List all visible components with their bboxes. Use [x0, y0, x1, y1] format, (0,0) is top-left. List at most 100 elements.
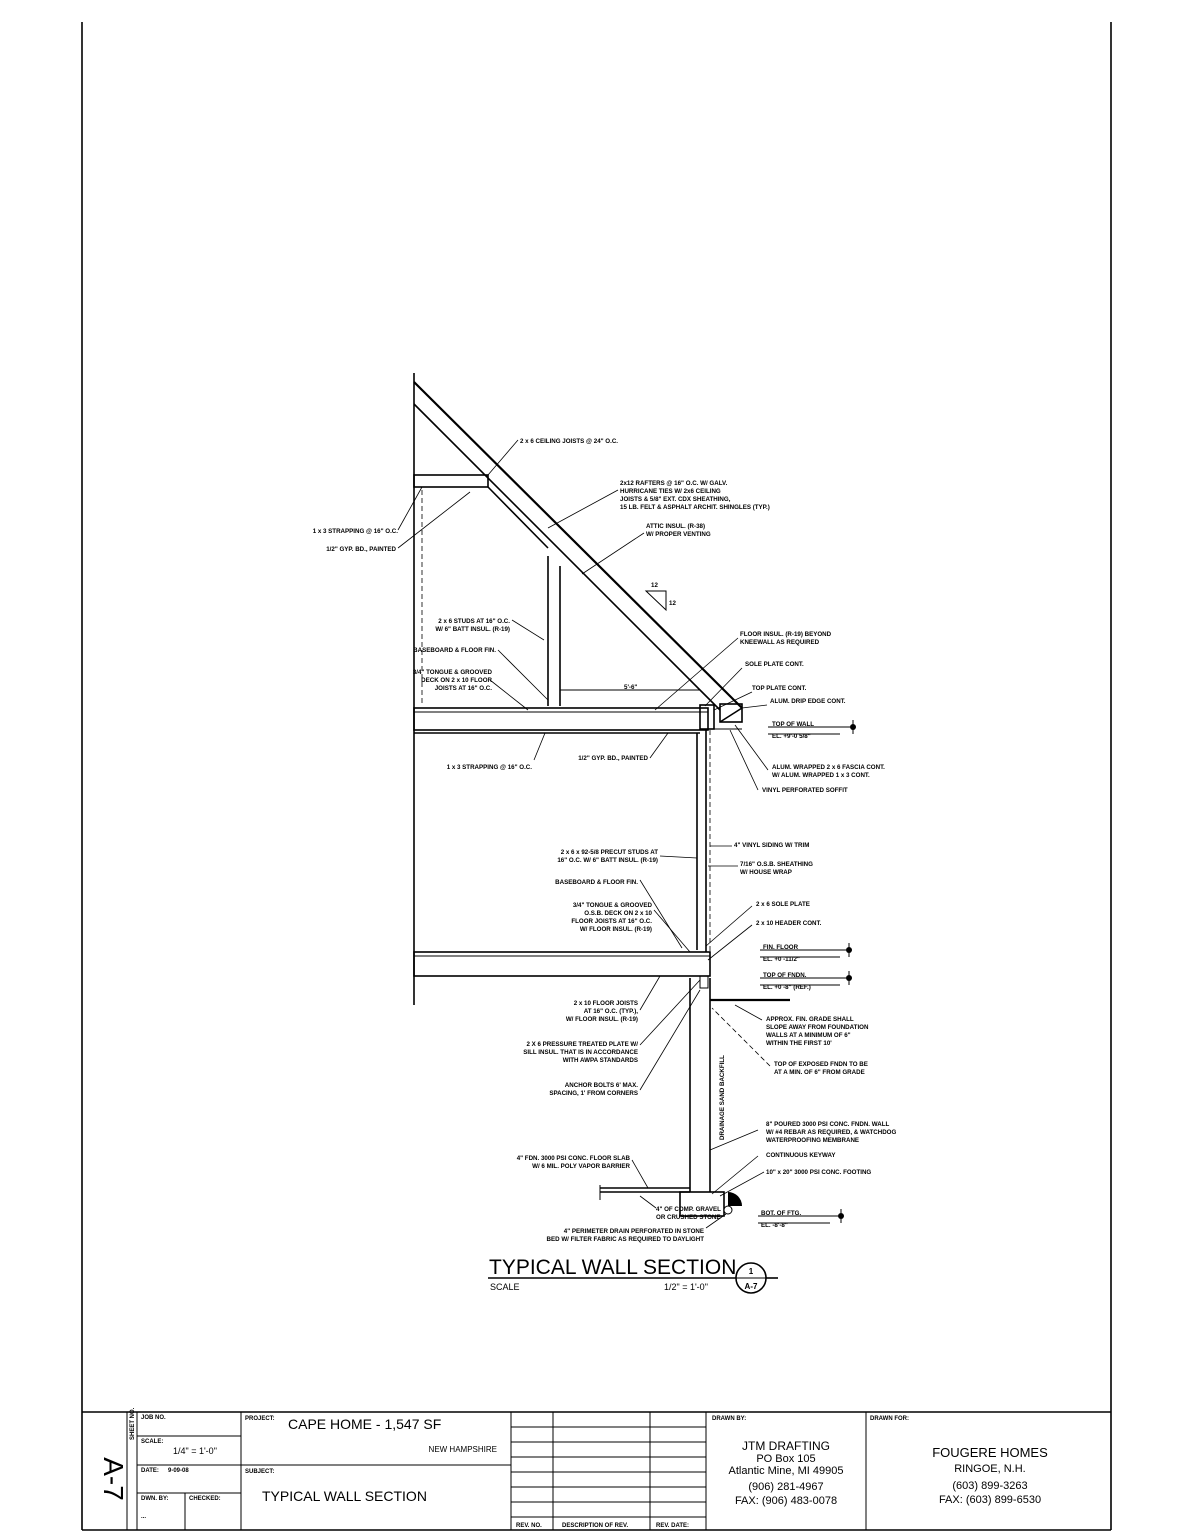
- svg-text:W/ FLOOR INSUL. (R-19): W/ FLOOR INSUL. (R-19): [566, 1016, 638, 1023]
- svg-text:O.S.B. DECK ON 2 x 10: O.S.B. DECK ON 2 x 10: [584, 910, 652, 917]
- svg-text:JOB NO.: JOB NO.: [141, 1415, 166, 1421]
- svg-text:W/ PROPER VENTING: W/ PROPER VENTING: [646, 531, 711, 538]
- scale-label: SCALE: [490, 1282, 520, 1292]
- scale-value: 1/2" = 1'-0": [664, 1282, 708, 1292]
- note-soffit: VINYL PERFORATED SOFFIT: [762, 787, 848, 794]
- svg-text:DECK ON 2 x 10 FLOOR: DECK ON 2 x 10 FLOOR: [421, 677, 492, 684]
- svg-text:FAX: (603) 899-6530: FAX: (603) 899-6530: [939, 1494, 1041, 1506]
- note-gyp-lower: 1/2" GYP. BD., PAINTED: [578, 755, 648, 762]
- svg-text:EL. +0 -11/2": EL. +0 -11/2": [763, 956, 800, 963]
- svg-text:OR CRUSHED STONE: OR CRUSHED STONE: [656, 1214, 721, 1221]
- note-baseboard-lower: BASEBOARD & FLOOR FIN.: [555, 879, 638, 886]
- svg-text:EL. -8'-8": EL. -8'-8": [761, 1222, 788, 1229]
- note-sill-plate: 2 X 6 PRESSURE TREATED PLATE W/: [526, 1041, 638, 1048]
- elevation-bottom-of-footing: BOT. OF FTG. EL. -8'-8": [758, 1209, 844, 1229]
- note-gyp-upper: 1/2" GYP. BD., PAINTED: [326, 546, 396, 553]
- svg-text:PROJECT:: PROJECT:: [245, 1416, 275, 1422]
- note-floor-joists: 2 x 10 FLOOR JOISTS: [574, 1000, 638, 1007]
- project-location: NEW HAMPSHIRE: [429, 1445, 497, 1454]
- backfill-label: DRAINAGE SAND BACKFILL: [719, 1055, 726, 1140]
- note-keyway: CONTINUOUS KEYWAY: [766, 1152, 836, 1159]
- svg-text:DRAWN FOR:: DRAWN FOR:: [870, 1416, 909, 1422]
- svg-text:...: ...: [141, 1514, 146, 1520]
- svg-text:AT 16" O.C. (TYP.),: AT 16" O.C. (TYP.),: [584, 1008, 639, 1015]
- svg-text:12: 12: [651, 582, 658, 589]
- elevation-top-of-foundation: TOP OF FNDN. EL. +0 -8" (REF.): [760, 971, 852, 991]
- svg-text:Atlantic Mine, MI 49905: Atlantic Mine, MI 49905: [729, 1465, 844, 1477]
- note-vinyl-siding: 4" VINYL SIDING W/ TRIM: [734, 842, 809, 849]
- ceiling-joist: [413, 474, 489, 488]
- note-deck-lower: 3/4" TONGUE & GROOVED: [573, 902, 653, 909]
- svg-text:JOISTS AT 16" O.C.: JOISTS AT 16" O.C.: [435, 685, 493, 692]
- title-block: A-7 SHEET NO. JOB NO. SCALE: 1/4" = 1'-0…: [82, 1407, 1111, 1531]
- svg-text:SILL INSUL. THAT IS IN ACCORDA: SILL INSUL. THAT IS IN ACCORDANCE: [523, 1049, 638, 1056]
- kneewall-dimension: 5'-6": [624, 684, 637, 691]
- svg-text:SHEET NO.: SHEET NO.: [130, 1407, 136, 1440]
- note-ceiling-joists: 2 x 6 CEILING JOISTS @ 24" O.C.: [520, 438, 618, 445]
- note-top-plate: TOP PLATE CONT.: [752, 685, 807, 692]
- svg-text:SCALE:: SCALE:: [141, 1439, 163, 1445]
- note-precut-studs: 2 x 6 x 92-5/8 PRECUT STUDS AT: [561, 849, 659, 856]
- first-floor-deck: [413, 951, 711, 977]
- drafter-name: JTM DRAFTING: [742, 1439, 830, 1453]
- note-rafters: 2x12 RAFTERS @ 16" O.C. W/ GALV.: [620, 480, 728, 487]
- svg-text:W/ #4 REBAR AS REQUIRED, & WAT: W/ #4 REBAR AS REQUIRED, & WATCHDOG: [766, 1129, 896, 1136]
- roof-pitch-symbol: [644, 590, 667, 612]
- svg-text:BED W/ FILTER FABRIC AS REQUIR: BED W/ FILTER FABRIC AS REQUIRED TO DAYL…: [547, 1236, 705, 1243]
- project-name: CAPE HOME - 1,547 SF: [288, 1416, 441, 1432]
- svg-text:WATERPROOFING MEMBRANE: WATERPROOFING MEMBRANE: [766, 1137, 859, 1144]
- svg-text:DATE:: DATE:: [141, 1468, 159, 1474]
- section-title-block: TYPICAL WALL SECTION SCALE 1/2" = 1'-0" …: [488, 1256, 778, 1294]
- svg-text:WITH AWPA STANDARDS: WITH AWPA STANDARDS: [563, 1057, 638, 1064]
- note-fascia: ALUM. WRAPPED 2 x 6 FASCIA CONT.: [772, 764, 885, 771]
- note-foundation-wall: 8" POURED 3000 PSI CONC. FNDN. WALL: [766, 1121, 889, 1128]
- wall-section-drawing: 5'-6" 12 12: [313, 373, 896, 1243]
- svg-text:FLOOR JOISTS AT 16" O.C.: FLOOR JOISTS AT 16" O.C.: [571, 918, 652, 925]
- svg-text:W/ 6" BATT INSUL. (R-19): W/ 6" BATT INSUL. (R-19): [435, 626, 510, 633]
- svg-text:TOP OF FNDN.: TOP OF FNDN.: [763, 972, 807, 979]
- svg-text:SPACING, 1' FROM CORNERS: SPACING, 1' FROM CORNERS: [549, 1090, 638, 1097]
- svg-text:(603) 899-3263: (603) 899-3263: [952, 1480, 1027, 1492]
- fascia: [719, 703, 743, 723]
- note-anchor-bolts: ANCHOR BOLTS 6' MAX.: [565, 1082, 638, 1089]
- note-floor-insulation: FLOOR INSUL. (R-19) BEYOND: [740, 631, 832, 638]
- svg-text:WALLS AT A MINIMUM OF 6": WALLS AT A MINIMUM OF 6": [766, 1032, 851, 1039]
- svg-text:BOT. OF FTG.: BOT. OF FTG.: [761, 1210, 801, 1217]
- elevation-top-of-wall: TOP OF WALL EL. +9'-0 5/8": [768, 720, 856, 740]
- svg-text:REV. NO.: REV. NO.: [516, 1523, 542, 1529]
- svg-text:12: 12: [669, 600, 676, 607]
- note-floor-slab: 4" FDN. 3000 PSI CONC. FLOOR SLAB: [517, 1155, 631, 1162]
- svg-text:SUBJECT:: SUBJECT:: [245, 1469, 274, 1475]
- note-strapping-upper: 1 x 3 STRAPPING @ 16" O.C.: [313, 528, 399, 535]
- svg-text:RINGOE, N.H.: RINGOE, N.H.: [954, 1463, 1026, 1475]
- note-attic-insulation: ATTIC INSUL. (R-38): [646, 523, 705, 530]
- svg-text:SLOPE AWAY FROM FOUNDATION: SLOPE AWAY FROM FOUNDATION: [766, 1024, 869, 1031]
- note-grade: APPROX. FIN. GRADE SHALL: [766, 1016, 854, 1023]
- svg-text:REV. DATE:: REV. DATE:: [656, 1523, 689, 1529]
- note-gravel: 4" OF COMP. GRAVEL: [656, 1206, 721, 1213]
- svg-text:W/ 6 MIL. POLY VAPOR BARRIER: W/ 6 MIL. POLY VAPOR BARRIER: [532, 1163, 630, 1170]
- svg-text:1: 1: [749, 1267, 754, 1276]
- title-block-scale: 1/4" = 1'-0": [173, 1446, 217, 1456]
- perimeter-drain: [728, 1192, 742, 1206]
- note-drip-edge: ALUM. DRIP EDGE CONT.: [770, 698, 846, 705]
- svg-text:DWN. BY:: DWN. BY:: [141, 1496, 169, 1502]
- svg-text:PO Box 105: PO Box 105: [756, 1453, 815, 1465]
- sheet-number: A-7: [98, 1457, 129, 1501]
- svg-text:W/ ALUM. WRAPPED 1 x 3 CONT.: W/ ALUM. WRAPPED 1 x 3 CONT.: [772, 772, 870, 779]
- svg-text:(906) 281-4967: (906) 281-4967: [748, 1481, 823, 1493]
- note-deck-upper: 3/4" TONGUE & GROOVED: [413, 669, 493, 676]
- svg-text:TOP OF WALL: TOP OF WALL: [772, 721, 814, 728]
- second-floor-deck: [413, 707, 709, 731]
- svg-text:JOISTS & 5/8" EXT. CDX SHEATHI: JOISTS & 5/8" EXT. CDX SHEATHING,: [620, 496, 731, 503]
- svg-text:A-7: A-7: [745, 1282, 758, 1291]
- svg-text:DESCRIPTION OF REV.: DESCRIPTION OF REV.: [562, 1523, 628, 1529]
- svg-text:W/ FLOOR INSUL. (R-19): W/ FLOOR INSUL. (R-19): [580, 926, 652, 933]
- note-footing: 10" x 20" 3000 PSI CONC. FOOTING: [766, 1169, 871, 1176]
- note-exposed-foundation: TOP OF EXPOSED FNDN TO BE: [774, 1061, 868, 1068]
- svg-text:EL. +0 -8" (REF.): EL. +0 -8" (REF.): [763, 984, 811, 991]
- svg-text:HURRICANE TIES W/ 2x6 CEILING: HURRICANE TIES W/ 2x6 CEILING: [620, 488, 721, 495]
- note-sole-plate: SOLE PLATE CONT.: [745, 661, 804, 668]
- svg-text:AT A MIN. OF 6" FROM GRADE: AT A MIN. OF 6" FROM GRADE: [774, 1069, 865, 1076]
